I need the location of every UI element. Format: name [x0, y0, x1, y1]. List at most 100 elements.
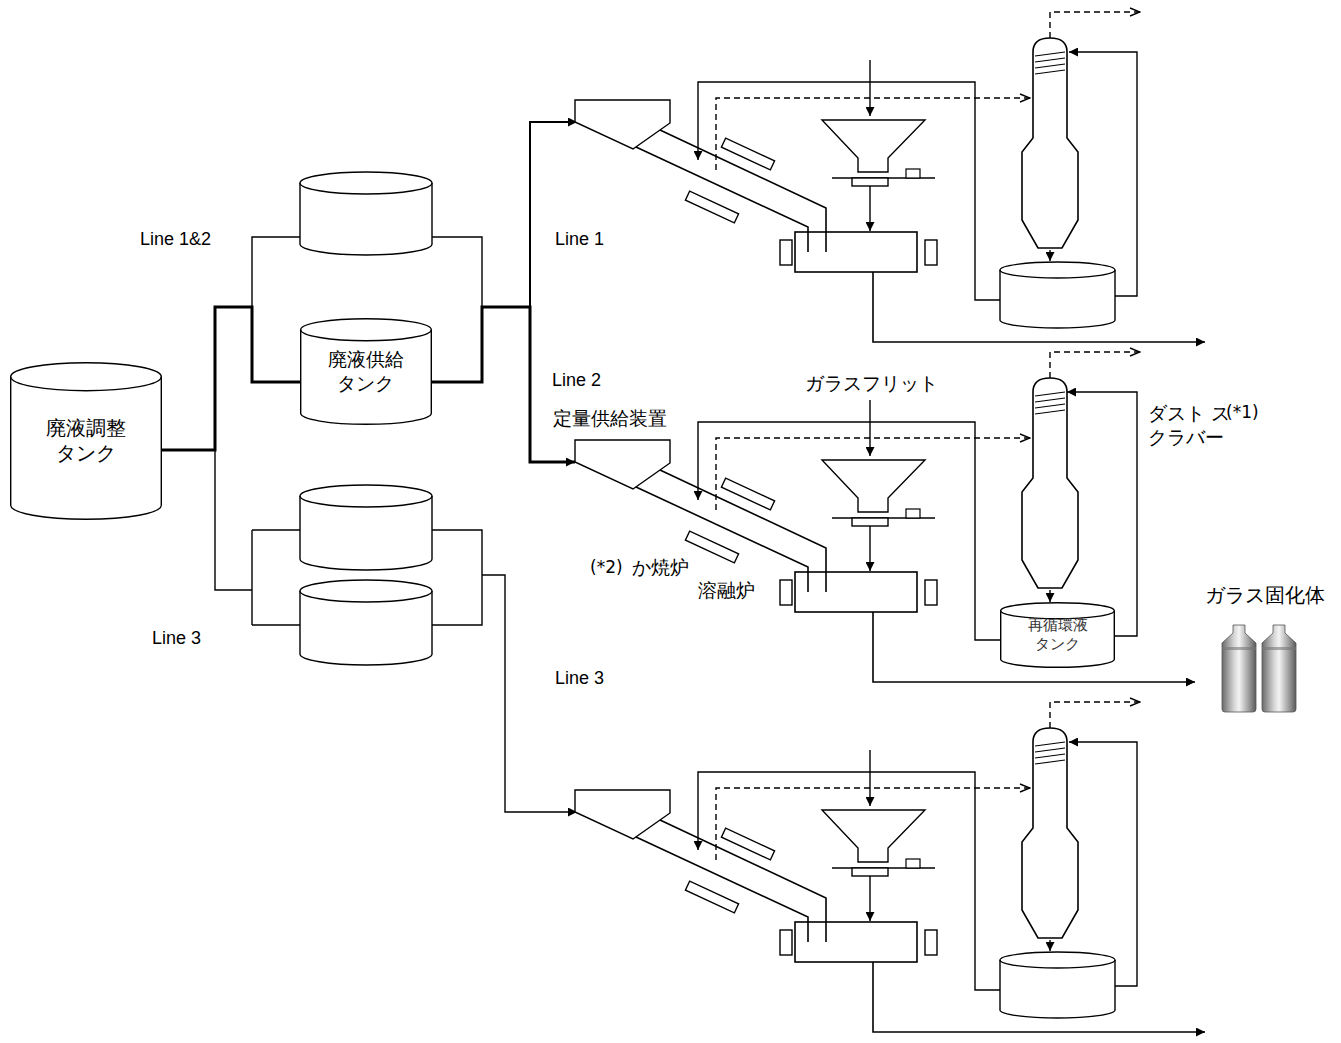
tank-shell	[1001, 603, 1115, 668]
frit-gate	[906, 859, 920, 868]
tank-shell-rim	[301, 330, 432, 341]
recirculation-tank	[1000, 952, 1115, 1018]
calciner-heater	[721, 138, 774, 170]
frit-hopper	[822, 810, 925, 862]
canister	[1222, 625, 1256, 712]
electrode	[780, 240, 792, 265]
tank-shell-rim	[11, 377, 162, 391]
calciner-tube	[636, 837, 808, 942]
process-line	[575, 12, 1205, 342]
line-label: Line 1&2	[140, 229, 211, 251]
flow-connector	[162, 307, 300, 450]
frit-arrow	[869, 186, 870, 231]
drain-arrow	[1049, 250, 1050, 261]
pipe	[252, 237, 300, 307]
scrubber-tray	[1035, 58, 1065, 62]
node-label: 定量供給装置	[553, 407, 667, 431]
offgas-line	[716, 438, 1030, 510]
melter-body	[795, 232, 917, 272]
vent-line	[1050, 702, 1140, 728]
return-line	[698, 82, 1000, 300]
line-label: Line 3	[555, 668, 604, 690]
pipe	[215, 450, 252, 590]
node-label: ガラス固化体	[1205, 583, 1325, 608]
line-label: Line 2	[552, 370, 601, 392]
frit-arrow	[869, 60, 870, 116]
calciner-heater	[685, 881, 738, 913]
calciner-heater	[721, 828, 774, 860]
calciner-heater	[721, 478, 774, 510]
node-label: 再循環液 タンク	[1023, 616, 1092, 654]
scrubber-tray	[1035, 392, 1065, 396]
scrubber-tray	[1035, 754, 1065, 758]
waste-feed-tank: 廃液供給 タンク	[300, 318, 432, 425]
feed-label: ガラスフリット	[805, 372, 938, 395]
callout-number: (*2)	[590, 557, 623, 577]
product-line	[873, 272, 1205, 342]
line-label: Line 1	[555, 229, 604, 251]
scrubber-tray	[1035, 64, 1065, 68]
frit-chute	[852, 518, 888, 526]
offgas-line	[716, 98, 1030, 170]
scrubber-tray	[1035, 742, 1065, 746]
electrode	[780, 930, 792, 955]
pipe	[432, 237, 482, 307]
scrubber-tray	[1035, 52, 1065, 56]
storage-tank	[300, 172, 432, 255]
frit-hopper	[822, 120, 925, 172]
canister	[1262, 625, 1296, 712]
recirculation-tank-rim	[1000, 960, 1115, 968]
tank-shell	[301, 319, 432, 425]
waste-adjust-tank: 廃液調整 タンク	[10, 362, 162, 520]
feeder-hopper	[575, 100, 670, 149]
tank-shell	[11, 363, 162, 520]
pipe	[252, 624, 300, 625]
pipe	[482, 575, 577, 812]
recirculation-tank	[1000, 262, 1115, 328]
frit-hopper	[822, 460, 925, 512]
electrode	[925, 580, 937, 605]
return-line	[698, 422, 1000, 640]
node-label: 溶融炉	[698, 579, 755, 603]
vent-line	[1050, 12, 1140, 38]
scrubber-tray	[1035, 748, 1065, 752]
electrode	[925, 930, 937, 955]
equipment-label: か焼炉	[632, 556, 689, 579]
electrode	[925, 240, 937, 265]
feeder-hopper	[575, 790, 670, 839]
node-label: 廃液調整 タンク	[40, 416, 132, 466]
scrubber-tray	[1035, 760, 1065, 764]
flow-connector	[1067, 392, 1137, 636]
recirculation-tank: 再循環液 タンク	[1000, 602, 1115, 668]
electrode	[780, 580, 792, 605]
offgas-line	[716, 788, 1030, 860]
frit-chute	[852, 868, 888, 876]
scrubber-tray	[1035, 398, 1065, 402]
metering-feeder: 定量供給装置	[575, 440, 670, 490]
product-line	[873, 962, 1205, 1032]
recirculation-line	[1069, 52, 1137, 296]
canister-band	[1262, 647, 1296, 650]
calciner-tube	[660, 820, 826, 942]
return-line	[698, 772, 1000, 990]
frit-arrow	[869, 400, 870, 456]
storage-tank	[300, 485, 432, 570]
canister-band	[1222, 647, 1256, 650]
frit-arrow	[869, 526, 870, 571]
pipe	[252, 529, 300, 530]
frit-chute	[852, 178, 888, 186]
scrubber-tray	[1035, 70, 1065, 74]
process-line	[575, 352, 1140, 640]
pipe	[432, 530, 482, 625]
frit-arrow	[869, 750, 870, 806]
pipe	[251, 530, 252, 625]
melter-body	[795, 572, 917, 612]
storage-tank-rim	[300, 496, 432, 507]
vitrified-product: ガラス固化体	[1195, 583, 1335, 715]
recirculation-tank-rim	[1000, 270, 1115, 278]
scrubber-column	[1022, 378, 1078, 588]
calciner-tube	[636, 147, 808, 252]
process-line	[575, 702, 1205, 1032]
